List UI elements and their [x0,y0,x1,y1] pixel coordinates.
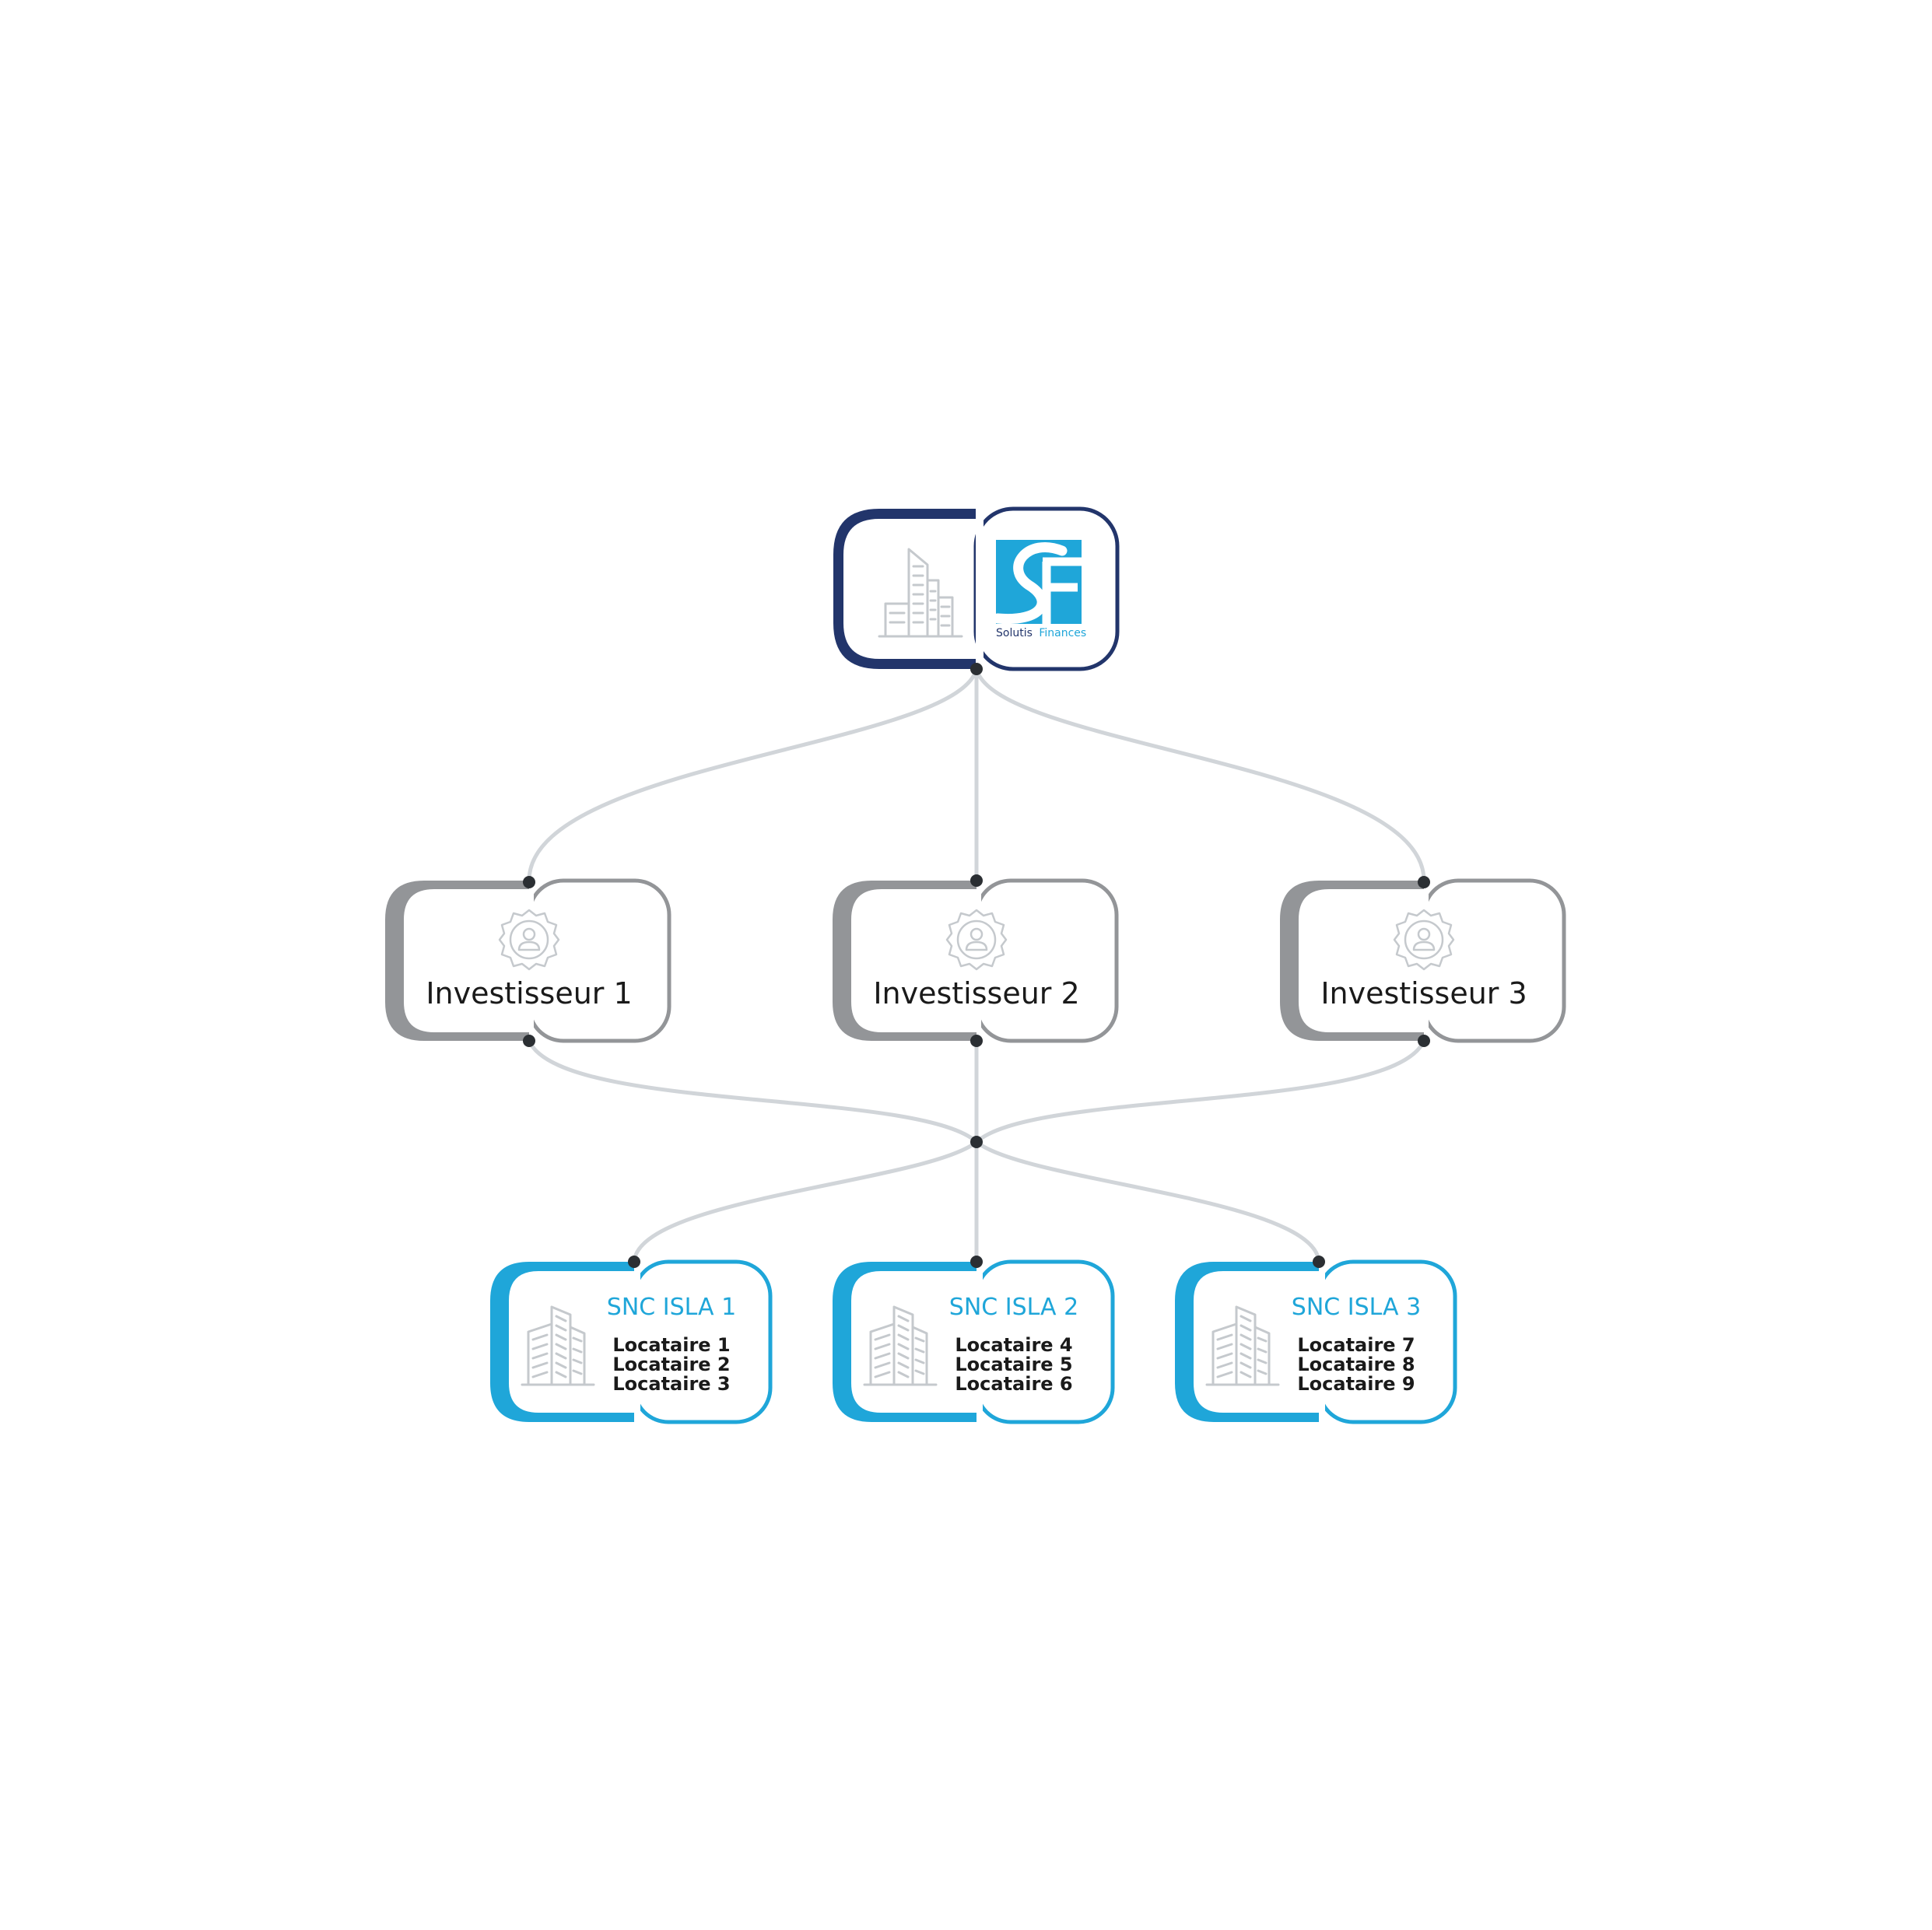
snc-tenant: Locataire 2 [612,1354,730,1375]
snc-node-left-frame [490,1262,634,1422]
svg-text:Solutis Finances: Solutis Finances [996,627,1086,639]
connectors-root-to-investors [527,667,1426,883]
connector-root-investor-3 [974,667,1426,883]
investor-node-left-frame [1280,881,1424,1041]
dot-root-bottom [970,663,983,675]
snc-tenant: Locataire 9 [1297,1373,1415,1395]
connector-dots [523,663,1430,1268]
logo-word-solutis: Solutis [996,627,1033,639]
dot-investor-1-top [523,876,535,888]
snc-tenant: Locataire 1 [612,1334,730,1356]
snc-node-left-frame [1175,1262,1319,1422]
dot-investor-2-top [970,874,983,887]
investor-label: Investisseur 1 [426,976,632,1011]
connectors-investors-to-hub [527,1039,1426,1144]
investor-node-right-frame [527,878,671,1043]
snc-tenant: Locataire 5 [955,1354,1072,1375]
tower-building-icon [863,1305,938,1386]
root-node-left-frame [833,509,976,669]
investor-node[interactable]: Investisseur 3 [1280,877,1566,1044]
snc-title: SNC ISLA 3 [1292,1294,1421,1321]
investor-node-left-frame [385,881,529,1041]
connector-root-investor-1 [527,667,979,883]
connector-hub-snc-1 [632,1140,979,1264]
building-icon [878,548,963,638]
snc-tenant: Locataire 8 [1297,1354,1415,1375]
snc-tenant: Locataire 4 [955,1334,1072,1356]
investor-nodes: Investisseur 1 Investisseur 2 Investisseur… [385,877,1566,1044]
dot-snc-1-top [628,1256,640,1268]
snc-title: SNC ISLA 2 [949,1294,1078,1321]
dot-investor-3-top [1418,876,1430,888]
tower-building-icon [521,1305,595,1386]
connector-hub-snc-3 [974,1140,1321,1264]
snc-tenant: Locataire 7 [1297,1334,1415,1356]
investor-node[interactable]: Investisseur 1 [385,877,671,1044]
dot-hub [970,1136,983,1148]
dot-snc-3-top [1313,1256,1325,1268]
investor-label: Investisseur 2 [873,976,1079,1011]
connectors-hub-to-sncs [632,1140,1321,1264]
snc-title: SNC ISLA 1 [607,1294,736,1321]
dot-investor-2-bottom [970,1035,983,1047]
snc-tenant: Locataire 3 [612,1373,730,1395]
solutis-finances-logo: Solutis Finances [992,540,1086,639]
investor-node-right-frame [1422,878,1566,1043]
connector-investor-3-hub [974,1039,1426,1144]
logo-word-finances: Finances [1039,627,1086,639]
dot-investor-1-bottom [523,1035,535,1047]
dot-investor-3-bottom [1418,1035,1430,1047]
snc-tenant: Locataire 6 [955,1373,1072,1395]
root-node: Solutis Finances [833,506,1120,672]
snc-node-left-frame [833,1262,977,1422]
tower-building-icon [1205,1305,1280,1386]
investor-node-right-frame [974,878,1119,1043]
investor-label: Investisseur 3 [1320,976,1527,1011]
dot-snc-2-top [970,1256,983,1268]
investor-node[interactable]: Investisseur 2 [833,877,1119,1044]
connector-investor-1-hub [527,1039,979,1144]
investor-node-left-frame [833,881,977,1041]
